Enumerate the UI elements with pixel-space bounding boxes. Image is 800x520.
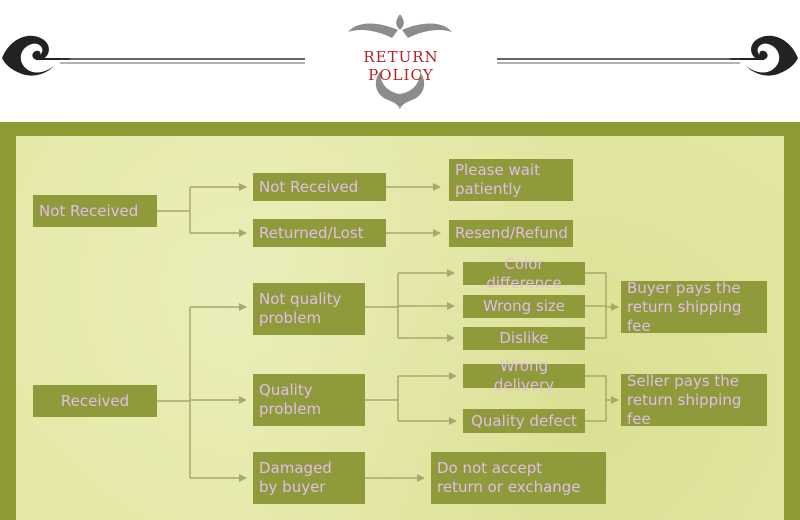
page-title: RETURN POLICY <box>363 48 439 84</box>
node-seller-pays: Seller pays the return shipping fee <box>621 372 767 428</box>
node-dislike: Dislike <box>463 327 585 350</box>
node-damaged-by-buyer: Damaged by buyer <box>253 452 365 504</box>
node-resend-refund: Resend/Refund <box>449 220 573 247</box>
node-quality-problem: Quality problem <box>253 374 365 426</box>
header-ornaments <box>2 14 798 110</box>
node-wrong-delivery: Wrong delivery <box>463 357 585 394</box>
node-not-received-branch: Not Received <box>253 173 386 201</box>
node-color-difference: Color difference <box>463 255 585 292</box>
center-ornament-icon <box>348 14 452 110</box>
node-wrong-size: Wrong size <box>463 295 585 318</box>
header: RETURN POLICY <box>0 0 800 122</box>
node-not-quality-problem: Not quality problem <box>253 283 365 335</box>
node-quality-defect: Quality defect <box>463 409 585 433</box>
node-returned-lost: Returned/Lost <box>253 219 386 247</box>
node-buyer-pays: Buyer pays the return shipping fee <box>621 279 767 335</box>
bracket-seller-pays <box>585 375 607 422</box>
node-received: Received <box>33 385 157 417</box>
node-not-received: Not Received <box>33 195 157 227</box>
node-please-wait: Please wait patiently <box>449 159 573 201</box>
node-do-not-accept: Do not accept return or exchange <box>431 452 606 504</box>
